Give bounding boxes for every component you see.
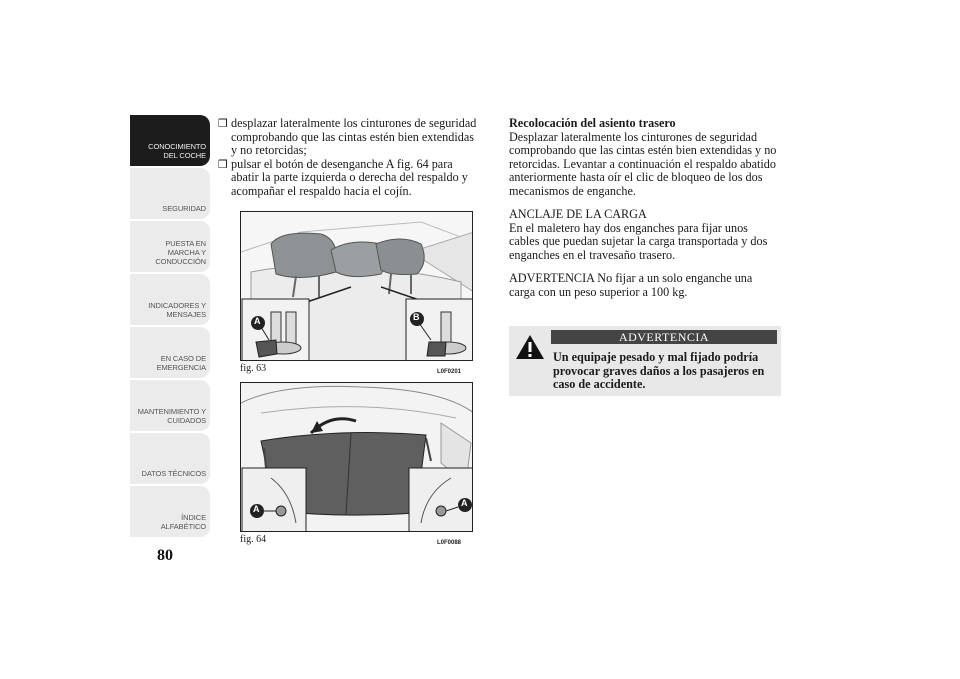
figure-caption: fig. 64 [240,534,267,545]
warning-title: ADVERTENCIA [551,330,777,344]
figure-63-headrests: A B [240,211,473,361]
rear-seat-headrest-illustration [241,212,472,360]
tab-seguridad[interactable]: SEGURIDAD [130,168,210,219]
tab-puesta-en-marcha[interactable]: PUESTA EN MARCHA Y CONDUCCIÓN [130,221,210,272]
section-title: ANCLAJE DE LA CARGA [509,207,647,221]
chapter-sidebar: CONOCIMIENTO DEL COCHE SEGURIDAD PUESTA … [130,115,210,539]
bullet-text: pulsar el botón de desenganche A fig. 64… [231,156,468,198]
warning-triangle-icon [516,335,544,359]
paragraph: ADVERTENCIA No fijar a un solo enganche … [509,271,753,299]
checkbox-bullet-icon: ❒ [218,157,228,171]
label-b-marker [410,312,424,326]
figure-code: L0F0088 [437,540,462,546]
label-a-right: A [461,498,468,508]
paragraph: En el maletero hay dos enganches para fi… [509,220,768,262]
figure-code: L0F0201 [437,369,462,375]
figure-64-backrest-fold: A A [240,382,473,532]
tab-emergencia[interactable]: EN CASO DE EMERGENCIA [130,327,210,378]
tab-indicadores[interactable]: INDICADORES Y MENSAJES [130,274,210,325]
label-a-left-marker [250,504,264,518]
label-a-right-marker [458,498,472,512]
tab-mantenimiento[interactable]: MANTENIMIENTO Y CUIDADOS [130,380,210,431]
rear-backrest-fold-illustration [241,383,472,531]
paragraph: Desplazar lateralmente los cinturones de… [509,129,777,198]
tab-indice[interactable]: ÍNDICE ALFABÉTICO [130,486,210,537]
bullet-text: desplazar lateralmente los cinturones de… [231,116,477,157]
label-a-marker [251,316,265,330]
tab-datos-tecnicos[interactable]: DATOS TÉCNICOS [130,433,210,484]
page-number: 80 [157,547,173,564]
tab-conocimiento-del-coche[interactable]: CONOCIMIENTO DEL COCHE [130,115,210,166]
figure-caption: fig. 63 [240,363,267,374]
checkbox-bullet-icon: ❒ [218,117,228,130]
section-heading: Recolocación del asiento trasero [509,116,676,130]
label-a-left: A [253,504,260,514]
label-a: A [254,316,261,326]
left-column: ❒ desplazar lateralmente los cinturones … [218,116,478,199]
list-item: ❒ desplazar lateralmente los cinturones … [218,116,478,158]
right-column: Recolocación del asiento trasero Desplaz… [509,116,781,309]
list-item: ❒ pulsar el botón de desenganche A fig. … [218,156,478,199]
warning-text: Un equipaje pesado y mal fijado podría p… [553,350,765,391]
label-b: B [413,312,420,322]
